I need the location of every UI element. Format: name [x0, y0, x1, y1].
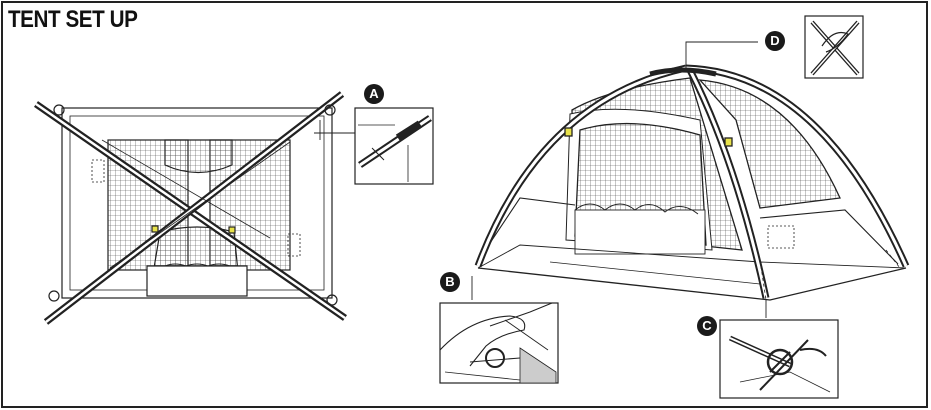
detail-c-stake-ring: [719, 319, 839, 399]
callout-d-badge: D: [765, 31, 785, 51]
callout-c-badge: C: [697, 316, 717, 336]
crossed-poles: [34, 91, 347, 325]
callout-a-badge: A: [364, 84, 384, 104]
side-window-mesh: [698, 79, 841, 209]
detail-b-pole-ring: [439, 302, 559, 384]
tent-floor-outline: [61, 107, 333, 299]
top-window: [164, 139, 233, 174]
top-view-diagram: [34, 91, 355, 325]
detail-a-pole-sleeve: [354, 107, 434, 185]
assembled-dome-tent: [471, 41, 910, 318]
detail-d-top-pole-tie: [804, 15, 864, 79]
callout-b-badge: B: [440, 272, 460, 292]
page-title: TENT SET UP: [8, 6, 138, 33]
